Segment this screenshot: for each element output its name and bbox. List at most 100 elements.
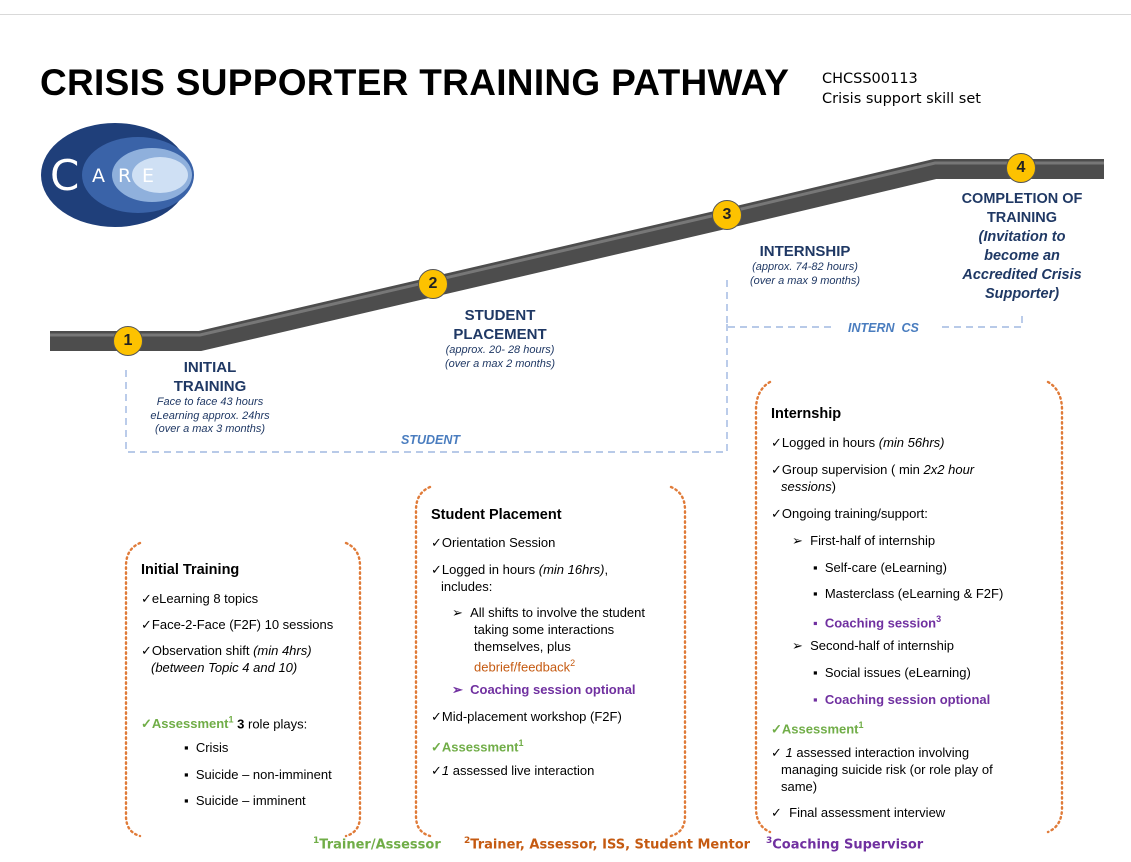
intern-assessment-label: Assessment bbox=[781, 721, 859, 737]
placement-logged-hours-min: (min 16hrs) bbox=[538, 562, 605, 577]
placement-live-count: 1 bbox=[441, 763, 450, 778]
placement-assessment-label: Assessment bbox=[441, 739, 519, 755]
footer-3-text: Coaching Supervisor bbox=[772, 837, 924, 853]
placement-live-text: assessed live interaction bbox=[449, 763, 595, 778]
role-play-crisis-text: Crisis bbox=[195, 740, 229, 755]
footer-trainer-mentor: 2Trainer, Assessor, ISS, Student Mentor bbox=[464, 836, 750, 852]
initial-item-f2f: ✓Face-2-Face (F2F) 10 sessions bbox=[141, 617, 334, 632]
unit-code: CHCSS00113 bbox=[822, 71, 918, 87]
step-1-sub-1: Face to face 43 hours bbox=[156, 396, 264, 408]
footer-2-sup: 2 bbox=[464, 836, 471, 846]
intern-masterclass: ▪ Masterclass (eLearning & F2F) bbox=[813, 586, 1004, 601]
step-2-badge: 2 bbox=[418, 269, 448, 299]
intern-masterclass-text: Masterclass (eLearning & F2F) bbox=[824, 586, 1004, 601]
phase-intern-label: INTERN CS bbox=[848, 321, 919, 335]
intern-assessed-line-1: assessed interaction involving bbox=[792, 745, 970, 760]
step-2-sub-2: (over a max 2 months) bbox=[444, 357, 556, 370]
initial-item-elearning: ✓eLearning 8 topics bbox=[141, 591, 259, 606]
placement-shifts-cont: taking some interactions themselves, plus… bbox=[474, 621, 614, 675]
page-title: CRISIS SUPPORTER TRAINING PATHWAY bbox=[40, 62, 790, 103]
placement-debrief-sup: 2 bbox=[570, 658, 576, 668]
care-logo: C A R E bbox=[40, 122, 195, 228]
intern-social-issues: ▪ Social issues (eLearning) bbox=[813, 665, 971, 680]
footer-coaching-supervisor: 3Coaching Supervisor bbox=[766, 836, 923, 852]
placement-shifts-line-3: themselves, plus bbox=[474, 639, 571, 654]
initial-item-observation-hours: (min 4hrs) bbox=[253, 643, 312, 658]
intern-logged-hours-text: Logged in hours bbox=[781, 435, 879, 450]
step-1-badge: 1 bbox=[113, 326, 143, 356]
intern-first-half: ➢ First-half of internship bbox=[792, 533, 936, 548]
initial-item-f2f-text: Face-2-Face (F2F) 10 sessions bbox=[151, 617, 334, 632]
step-4-label: COMPLETION OF TRAINING (Invitation to be… bbox=[942, 190, 1102, 304]
placement-assessment: ✓Assessment1 bbox=[431, 738, 524, 755]
intern-coaching-text: Coaching session bbox=[824, 615, 937, 631]
footer-trainer-assessor: 1Trainer/Assessor bbox=[313, 836, 441, 852]
step-4-sub-3: Accredited Crisis bbox=[962, 267, 1082, 283]
intern-assessment-sup: 1 bbox=[858, 720, 864, 730]
intern-group-supervision-close: ) bbox=[831, 479, 836, 494]
intern-group-supervision-sessions: sessions bbox=[781, 479, 832, 494]
placement-orientation: ✓Orientation Session bbox=[431, 535, 556, 550]
intern-ongoing-text: Ongoing training/support: bbox=[781, 506, 928, 521]
role-play-imminent: ▪ Suicide – imminent bbox=[184, 793, 306, 808]
initial-item-observation: ✓Observation shift (min 4hrs)(between To… bbox=[141, 643, 312, 675]
step-1-sub-3: (over a max 3 months) bbox=[154, 423, 266, 435]
placement-coaching: ➢ Coaching session optional bbox=[452, 682, 636, 697]
initial-item-observation-text: Observation shift bbox=[151, 643, 254, 658]
intern-second-half: ➢ Second-half of internship bbox=[792, 638, 954, 653]
step-3-title-1: INTERNSHIP bbox=[759, 243, 851, 260]
placement-workshop-text: Mid-placement workshop (F2F) bbox=[441, 709, 622, 724]
initial-item-elearning-text: eLearning 8 topics bbox=[151, 591, 259, 606]
placement-workshop: ✓Mid-placement workshop (F2F) bbox=[431, 709, 622, 724]
step-4-sub-1: (Invitation to bbox=[978, 229, 1066, 245]
intern-assessed-count: 1 bbox=[785, 745, 793, 760]
role-play-crisis: ▪ Crisis bbox=[184, 740, 229, 755]
step-1-title-1: INITIAL bbox=[183, 359, 237, 376]
step-3-sub-1: (approx. 74-82 hours) bbox=[752, 261, 858, 273]
step-4-title-2: TRAINING bbox=[986, 210, 1058, 226]
placement-shifts-line-2: taking some interactions bbox=[474, 622, 615, 637]
student-placement-title: Student Placement bbox=[431, 507, 562, 523]
unit-code-block: CHCSS00113 Crisis support skill set bbox=[822, 69, 981, 109]
intern-coaching-optional-text: Coaching session optional bbox=[824, 692, 991, 707]
step-4-title-1: COMPLETION OF bbox=[961, 191, 1083, 207]
placement-coaching-text: Coaching session optional bbox=[470, 682, 636, 697]
initial-assessment: ✓Assessment1 3 role plays: bbox=[141, 715, 308, 732]
step-1-label: INITIAL TRAINING Face to face 43 hours e… bbox=[130, 358, 290, 437]
intern-coaching: ▪ Coaching session3 bbox=[813, 614, 942, 631]
step-1-sub-2: eLearning approx. 24hrs bbox=[150, 409, 270, 422]
initial-item-observation-when: (between Topic 4 and 10) bbox=[151, 660, 298, 675]
role-play-non-imminent: ▪ Suicide – non-imminent bbox=[184, 767, 332, 782]
footer-1-sup: 1 bbox=[313, 836, 320, 846]
internship-title: Internship bbox=[771, 406, 842, 422]
placement-debrief: debrief/feedback bbox=[474, 659, 571, 675]
initial-assessment-count: 3 bbox=[237, 716, 245, 732]
step-3-label: INTERNSHIP (approx. 74-82 hours) (over a… bbox=[725, 242, 885, 288]
intern-logged-hours-min: (min 56hrs) bbox=[878, 435, 945, 450]
placement-shifts: ➢ All shifts to involve the student bbox=[452, 605, 645, 620]
intern-coaching-optional: ▪ Coaching session optional bbox=[813, 692, 991, 707]
placement-logged-hours-text: Logged in hours bbox=[441, 562, 539, 577]
unit-subtitle: Crisis support skill set bbox=[822, 91, 981, 107]
footer-1-text: Trainer/Assessor bbox=[319, 837, 441, 853]
initial-assessment-sup: 1 bbox=[228, 715, 234, 725]
svg-text:E: E bbox=[142, 165, 154, 187]
intern-final-interview: ✓ Final assessment interview bbox=[771, 805, 946, 820]
step-4-sub-2: become an bbox=[984, 248, 1060, 264]
placement-includes: includes: bbox=[441, 579, 493, 594]
placement-logged-hours: ✓Logged in hours (min 16hrs),includes: bbox=[431, 562, 609, 594]
intern-logged-hours: ✓Logged in hours (min 56hrs) bbox=[771, 435, 945, 450]
svg-text:R: R bbox=[118, 165, 131, 187]
placement-shifts-line-1: All shifts to involve the student bbox=[470, 605, 645, 620]
svg-text:A: A bbox=[92, 165, 105, 187]
step-2-title-1: STUDENT bbox=[464, 307, 536, 324]
footer-3-sup: 3 bbox=[766, 836, 773, 846]
phase-student-label: STUDENT bbox=[401, 433, 461, 447]
step-2-label: STUDENT PLACEMENT (approx. 20- 28 hours)… bbox=[420, 306, 580, 371]
intern-self-care-text: Self-care (eLearning) bbox=[824, 560, 947, 575]
placement-assessment-sup: 1 bbox=[518, 738, 524, 748]
footer-2-text: Trainer, Assessor, ISS, Student Mentor bbox=[470, 837, 751, 853]
